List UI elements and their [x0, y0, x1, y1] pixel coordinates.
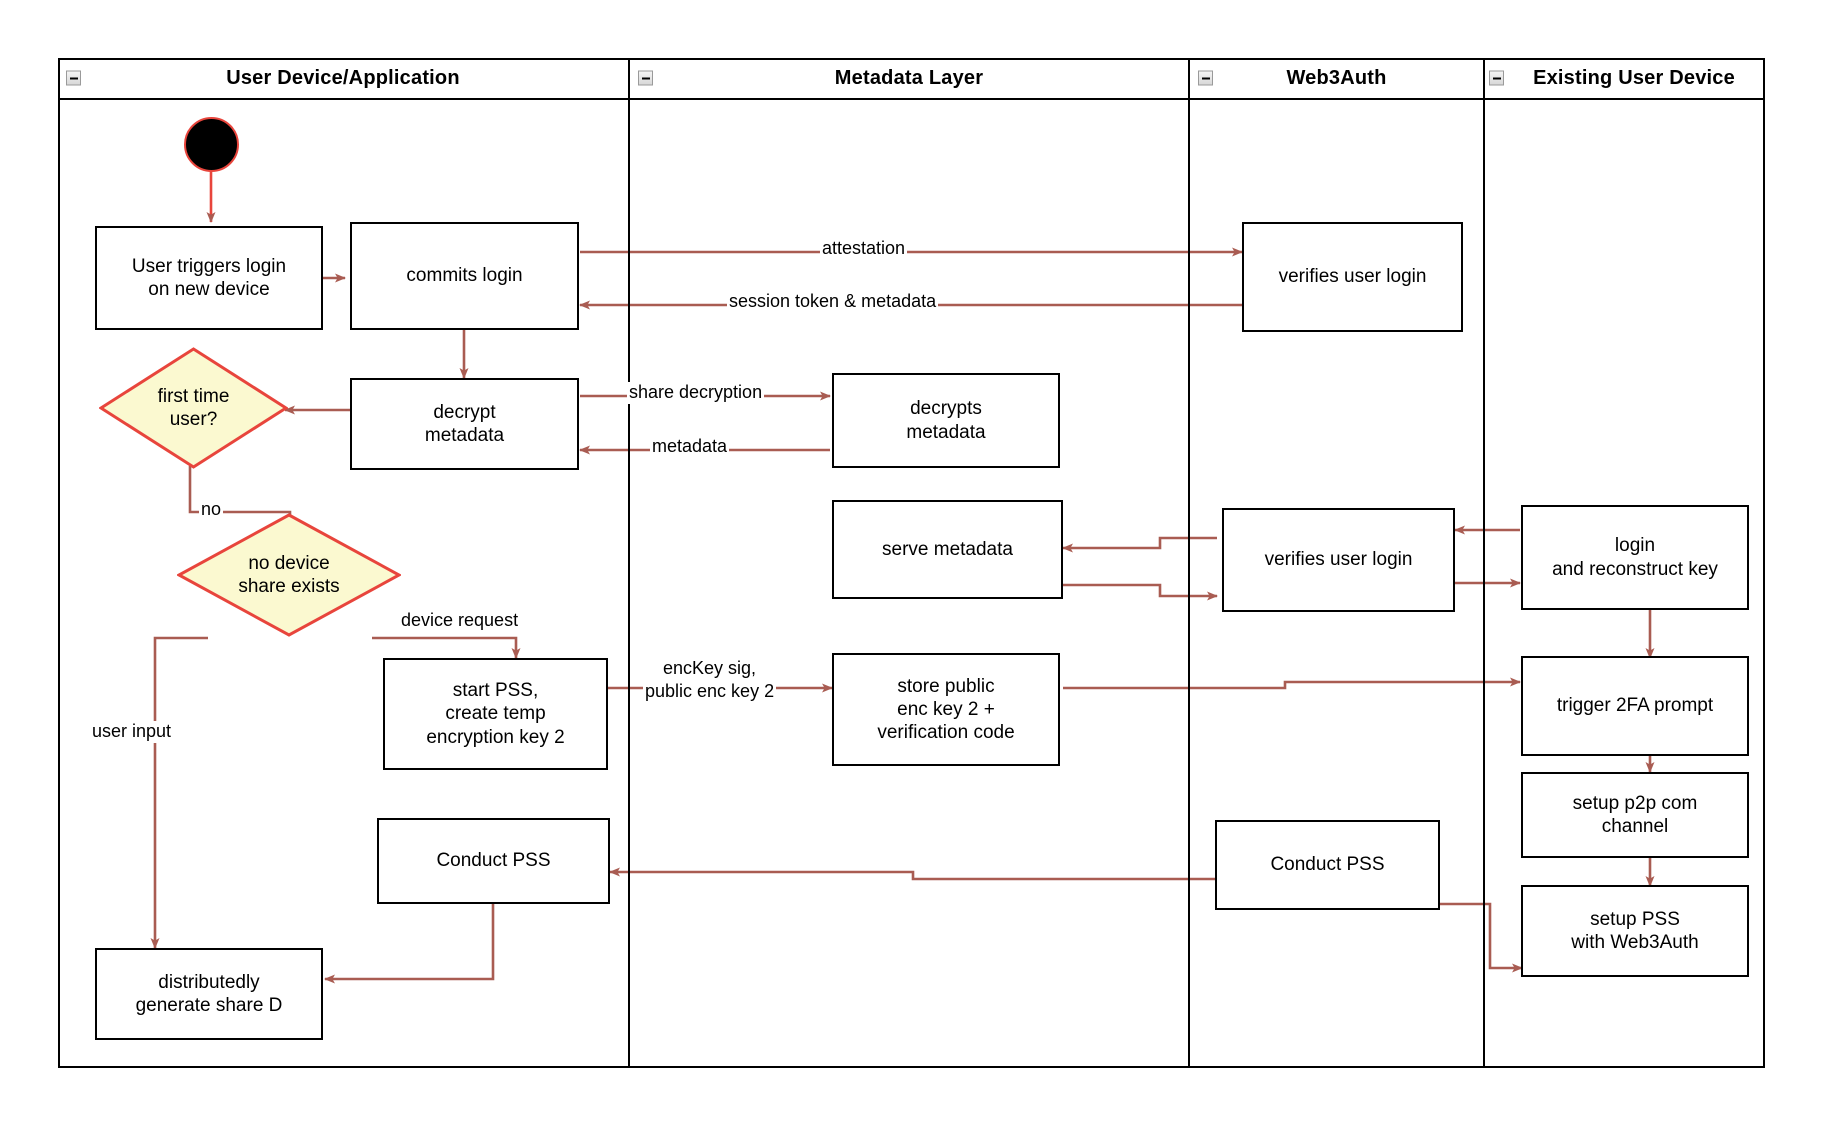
- lane-title-user-device: User Device/Application: [226, 66, 460, 89]
- decision-no-device-share-exists[interactable]: no device share exists: [177, 513, 401, 637]
- node-store-public-enc-key[interactable]: store public enc key 2 + verification co…: [832, 653, 1060, 766]
- minus-icon[interactable]: [1489, 70, 1504, 86]
- edge-label-attestation: attestation: [820, 238, 908, 260]
- node-verifies-user-login-2[interactable]: verifies user login: [1222, 508, 1455, 612]
- lane-divider-existing-device: [1483, 58, 1485, 1068]
- node-login-and-reconstruct-key[interactable]: login and reconstruct key: [1521, 505, 1749, 610]
- edge-label-enckey-sig-public-enc-key: encKey sig, public enc key 2: [643, 657, 777, 702]
- node-decrypt-metadata[interactable]: decrypt metadata: [350, 378, 579, 470]
- minus-icon[interactable]: [66, 70, 81, 86]
- minus-icon[interactable]: [638, 70, 653, 86]
- lane-header-user-device[interactable]: User Device/Application: [58, 58, 628, 100]
- lane-title-metadata: Metadata Layer: [834, 66, 984, 89]
- decision-first-time-user[interactable]: first time user?: [99, 347, 288, 469]
- node-user-triggers-login[interactable]: User triggers login on new device: [95, 226, 323, 330]
- start-node: [184, 117, 239, 172]
- node-distributedly-generate-share-d[interactable]: distributedly generate share D: [95, 948, 323, 1040]
- lane-title-existing-device: Existing User Device: [1533, 66, 1735, 89]
- minus-icon[interactable]: [1198, 70, 1213, 86]
- node-decrypts-metadata[interactable]: decrypts metadata: [832, 373, 1060, 468]
- node-conduct-pss-web3auth[interactable]: Conduct PSS: [1215, 820, 1440, 910]
- lane-header-existing-device[interactable]: Existing User Device: [1483, 58, 1765, 100]
- node-start-pss-create-temp-key[interactable]: start PSS, create temp encryption key 2: [383, 658, 608, 770]
- swimlane-frame: [58, 58, 1765, 1068]
- decision-label-first-time-user: first time user?: [157, 385, 230, 430]
- node-commits-login[interactable]: commits login: [350, 222, 579, 330]
- node-trigger-2fa-prompt[interactable]: trigger 2FA prompt: [1521, 656, 1749, 756]
- node-verifies-user-login-1[interactable]: verifies user login: [1242, 222, 1463, 332]
- edge-label-user-input: user input: [90, 721, 174, 743]
- lane-header-metadata[interactable]: Metadata Layer: [628, 58, 1188, 100]
- node-serve-metadata[interactable]: serve metadata: [832, 500, 1063, 599]
- lane-divider-metadata: [628, 58, 630, 1068]
- lane-divider-web3auth: [1188, 58, 1190, 1068]
- edge-label-session-token-metadata: session token & metadata: [727, 291, 939, 313]
- lane-header-web3auth[interactable]: Web3Auth: [1188, 58, 1483, 100]
- edge-label-metadata: metadata: [650, 436, 730, 458]
- edge-label-device-request: device request: [399, 610, 521, 632]
- edge-label-no: no: [199, 499, 224, 521]
- edge-label-share-decryption: share decryption: [627, 382, 765, 404]
- node-setup-p2p-com-channel[interactable]: setup p2p com channel: [1521, 772, 1749, 858]
- node-conduct-pss-user[interactable]: Conduct PSS: [377, 818, 610, 904]
- decision-label-no-device-share-exists: no device share exists: [238, 552, 340, 597]
- lane-title-web3auth: Web3Auth: [1286, 66, 1387, 89]
- node-setup-pss-with-web3auth[interactable]: setup PSS with Web3Auth: [1521, 885, 1749, 977]
